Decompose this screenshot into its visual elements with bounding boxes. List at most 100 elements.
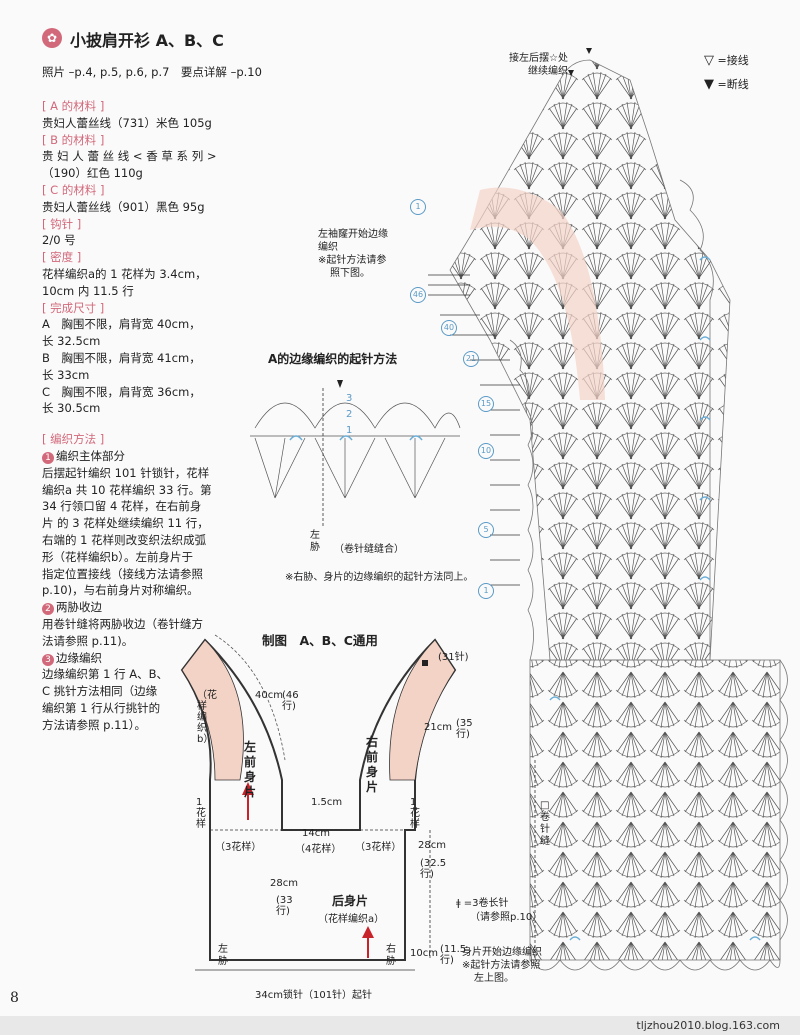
- legend-join: ▽ =接线: [704, 52, 749, 68]
- size-b-1: B 胸围不限，肩背宽 41cm，: [42, 350, 201, 365]
- legend-cut: ▼ =断线: [704, 76, 749, 92]
- legend-triple: ǂ =3卷长针: [456, 894, 509, 909]
- size-a-2: 长 32.5cm: [42, 334, 101, 349]
- row-marker: 21: [463, 351, 479, 367]
- step-1-line: 34 行领口留 4 花样，在右前身: [42, 499, 202, 514]
- step-2-badge: 2: [42, 603, 54, 616]
- step-2-line: 法请参照 p.11)。: [42, 633, 134, 648]
- three-patterns-left: （3花样）: [215, 842, 262, 853]
- edge-mark: 3: [346, 393, 353, 404]
- join-triangle-icon: ▽: [704, 53, 714, 68]
- edge-diagram: [250, 380, 461, 528]
- stitches-31: (31针): [438, 652, 469, 663]
- row-marker: 1: [410, 199, 426, 215]
- flower-icon: ✿: [42, 28, 62, 48]
- page-number: 8: [10, 990, 19, 1006]
- stitch-chart: [428, 48, 788, 971]
- triple-stitch-icon: ǂ: [456, 898, 461, 909]
- edge-mark: 1: [346, 425, 353, 436]
- edge-diagram-title: A的边缘编织的起针方法: [268, 352, 398, 366]
- step-1-line: 后摆起针编织 101 针锁针，花样: [42, 465, 210, 480]
- legend-join-text: =接线: [717, 54, 749, 67]
- footer-bar: [0, 1016, 800, 1035]
- legend-triple-text: =3卷长针: [463, 898, 509, 909]
- step-1-title: 编织主体部分: [56, 448, 125, 463]
- row-marker: 10: [478, 443, 494, 459]
- strip-label: （花样编织b）: [197, 690, 217, 745]
- back-pattern-label: （花样编织a）: [318, 914, 385, 925]
- len-40: 40cm: [255, 690, 283, 701]
- step-2-title: 两胁收边: [56, 600, 102, 615]
- c-materials-heading: [ C 的材料 ]: [42, 182, 105, 197]
- chart-note-top: 接左后摆☆处 继续编织: [478, 52, 568, 78]
- chart-note-bottom: 身片开始边缘编织 ※起针方法请参照 左上图。: [462, 946, 562, 985]
- len-10: 10cm: [410, 948, 438, 959]
- chart-note-top-line: 继续编织: [528, 66, 568, 77]
- chart-note-sleeve-line: 编织: [318, 242, 338, 253]
- rows-11-5: (11.5行): [440, 944, 467, 966]
- footer-url: tljzhou2010.blog.163.com: [636, 1019, 780, 1032]
- chart-blue-stitches: [549, 256, 761, 941]
- side-left: 左胁: [218, 944, 228, 967]
- step-2-line: 用卷针缝将两胁收边（卷针缝方: [42, 616, 203, 631]
- chart-note-bottom-line: 左上图。: [474, 973, 514, 984]
- size-b-2: 长 33cm: [42, 367, 90, 382]
- step-3-title: 边缘编织: [56, 650, 102, 665]
- gauge-text-1: 花样编织a的 1 花样为 3.4cm，: [42, 266, 207, 281]
- step-3-line: 边缘编织第 1 行 A、B、: [42, 667, 169, 682]
- chart-row-arrows: [428, 274, 520, 586]
- left-front-label: 左前身片: [244, 740, 257, 799]
- chart-bottom-edge: [529, 959, 781, 971]
- step-1-badge: 1: [42, 451, 54, 464]
- chart-pink-strip: [470, 187, 605, 400]
- size-c-2: 长 30.5cm: [42, 401, 101, 416]
- rows-32-5: (32.5行): [420, 858, 447, 880]
- rows-35: (35行): [456, 718, 473, 740]
- b-materials-text-2: （190）红色 110g: [42, 166, 143, 181]
- right-front-label: 右前身片: [366, 735, 379, 794]
- step-1-line: p.10)，与右前身片对称编织。: [42, 583, 199, 598]
- edge-note: ※右胁、身片的边缘编织的起针方法同上。: [285, 572, 474, 583]
- side-right: 右胁: [386, 944, 396, 967]
- cut-triangle-icon: [568, 70, 574, 76]
- photo-reference: 照片 –p.4, p.5, p.6, p.7 要点详解 –p.10: [42, 65, 262, 79]
- b-materials-heading: [ B 的材料 ]: [42, 132, 105, 147]
- step-1-line: 指定位置接线（接线方法请参照: [42, 566, 203, 581]
- knit-direction-arrow-head: [362, 926, 374, 938]
- rows-33: (33行): [276, 895, 293, 917]
- chart-lower-body: [529, 659, 781, 961]
- knit-direction-arrow-head: [242, 782, 254, 795]
- cut-triangle-icon: [586, 48, 592, 54]
- legend-triple-ref: （请参照p.10）: [470, 912, 543, 923]
- chart-left-edge: [509, 339, 534, 661]
- chart-note-top-line: 接左后摆☆处: [509, 53, 568, 64]
- one-pattern-right: 1花样: [410, 797, 420, 830]
- a-materials-text: 贵妇人蕾丝线（731）米色 105g: [42, 115, 212, 130]
- step-3-line: 编织第 1 行从行挑针的: [42, 700, 161, 715]
- chart-note-sleeve-line: 照下图。: [330, 268, 370, 279]
- len-1-5: 1.5cm: [311, 797, 343, 808]
- step-1-line: 编织a 共 10 花样编织 33 行。第: [42, 482, 212, 497]
- chart-body-right-edge: [779, 659, 788, 960]
- size-a-1: A 胸围不限，肩背宽 40cm，: [42, 317, 201, 332]
- size-c-1: C 胸围不限，肩背宽 36cm，: [42, 384, 201, 399]
- row-marker: 46: [410, 287, 426, 303]
- join-marker: [422, 660, 428, 666]
- step-3-badge: 3: [42, 653, 54, 666]
- row-marker: 15: [478, 396, 494, 412]
- a-materials-heading: [ A 的材料 ]: [42, 99, 105, 113]
- hook-heading: [ 钩针 ]: [42, 216, 82, 231]
- three-patterns-right: （3花样）: [355, 842, 402, 853]
- height-28: 28cm: [270, 878, 298, 889]
- center-4-patterns: （4花样）: [295, 844, 342, 855]
- schematic-diagram: [180, 634, 457, 971]
- chart-note-sleeve-line: 左袖窿开始边缘: [318, 229, 388, 240]
- row-marker: 5: [478, 522, 494, 538]
- left-strip: [181, 639, 244, 781]
- row-marker: 40: [441, 320, 457, 336]
- gauge-text-2: 10cm 内 11.5 行: [42, 283, 134, 298]
- gauge-heading: [ 密度 ]: [42, 250, 82, 265]
- bottom-chain: 34cm锁针（101针）起针: [255, 990, 373, 1001]
- page-title: 小披肩开衫 A、B、C: [70, 31, 224, 50]
- method-heading: [ 编织方法 ]: [42, 432, 105, 447]
